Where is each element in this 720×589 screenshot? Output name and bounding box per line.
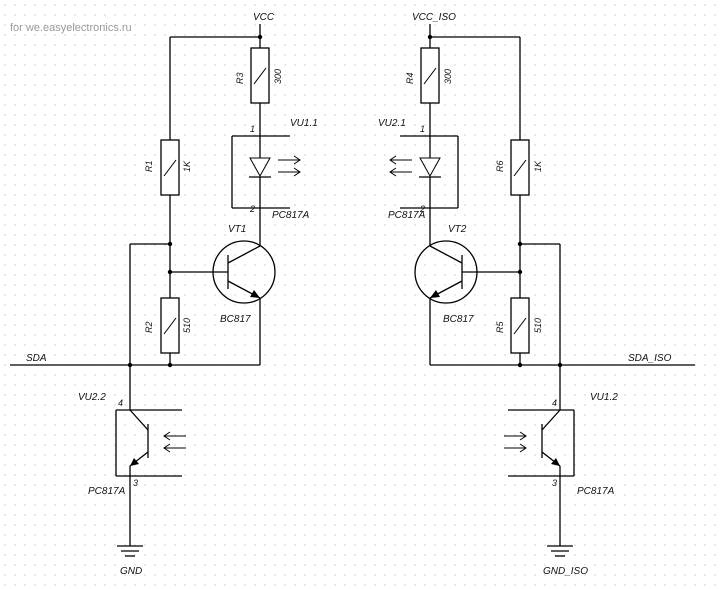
pin-number: 1 bbox=[250, 124, 255, 134]
resistor-value: 1K bbox=[533, 160, 543, 172]
net-label-vcc-iso: VCC_ISO bbox=[412, 12, 456, 23]
pin-number: 3 bbox=[133, 478, 138, 488]
pin-number: 4 bbox=[118, 398, 123, 408]
component-ref: VT1 bbox=[228, 224, 246, 235]
net-label-gnd-iso: GND_ISO bbox=[543, 566, 588, 577]
net-label-vcc: VCC bbox=[253, 12, 275, 23]
resistor-ref: R6 bbox=[495, 160, 505, 172]
component-part: PC817A bbox=[88, 486, 126, 497]
junction-dot bbox=[557, 362, 563, 368]
pin-number: 2 bbox=[419, 204, 425, 214]
component-ref: VU2.1 bbox=[378, 118, 406, 129]
resistor-value: 300 bbox=[273, 69, 283, 84]
pin-number: 2 bbox=[249, 204, 255, 214]
resistor-r2[interactable]: R2 510 bbox=[144, 297, 192, 354]
resistor-ref: R1 bbox=[144, 160, 154, 172]
optocoupler-vu21-led[interactable]: 1 2 VU2.1 PC817A bbox=[378, 118, 459, 221]
component-part: BC817 bbox=[443, 314, 474, 325]
resistor-value: 510 bbox=[182, 318, 192, 333]
watermark: for we.easyelectronics.ru bbox=[10, 22, 132, 34]
component-ref: VT2 bbox=[448, 224, 467, 235]
right-circuit: VCC_ISO R4 300 1 2 VU2.1 PC817A bbox=[378, 12, 695, 577]
pin-number: 1 bbox=[420, 124, 425, 134]
junction-dot bbox=[427, 34, 433, 40]
net-label-gnd: GND bbox=[120, 566, 142, 577]
resistor-value: 300 bbox=[443, 69, 453, 84]
junction-dot bbox=[517, 362, 523, 368]
resistor-r4[interactable]: R4 300 bbox=[405, 47, 453, 104]
resistor-value: 510 bbox=[533, 318, 543, 333]
transistor-vt1[interactable]: VT1 BC817 bbox=[212, 224, 276, 325]
junction-dot bbox=[257, 34, 263, 40]
resistor-ref: R2 bbox=[144, 321, 154, 333]
resistor-r6[interactable]: R6 1K bbox=[495, 139, 543, 196]
resistor-value: 1K bbox=[182, 160, 192, 172]
optocoupler-vu22-phototransistor[interactable]: 4 3 VU2.2 PC817A bbox=[78, 392, 186, 497]
ground-symbol: GND bbox=[117, 545, 143, 577]
optocoupler-vu12-phototransistor[interactable]: 4 3 VU1.2 PC817A bbox=[504, 392, 618, 497]
component-part: PC817A bbox=[577, 486, 615, 497]
junction-dot bbox=[517, 269, 523, 275]
resistor-r5[interactable]: R5 510 bbox=[495, 297, 543, 354]
component-part: PC817A bbox=[388, 210, 426, 221]
resistor-ref: R5 bbox=[495, 321, 505, 333]
ground-iso-symbol: GND_ISO bbox=[543, 545, 588, 577]
left-circuit: VCC R1 1K R2 510 SDA bbox=[10, 12, 318, 577]
resistor-ref: R3 bbox=[235, 72, 245, 84]
pin-number: 3 bbox=[552, 478, 557, 488]
component-part: PC817A bbox=[272, 210, 310, 221]
junction-dot bbox=[127, 362, 133, 368]
component-ref: VU1.1 bbox=[290, 118, 318, 129]
resistor-ref: R4 bbox=[405, 72, 415, 84]
net-label-sda: SDA bbox=[26, 353, 47, 364]
net-label-sda-iso: SDA_ISO bbox=[628, 353, 672, 364]
pin-number: 4 bbox=[552, 398, 557, 408]
component-ref: VU2.2 bbox=[78, 392, 106, 403]
junction-dot bbox=[167, 362, 173, 368]
component-ref: VU1.2 bbox=[590, 392, 618, 403]
component-part: BC817 bbox=[220, 314, 251, 325]
optocoupler-vu11-led[interactable]: 1 2 VU1.1 PC817A bbox=[231, 118, 318, 221]
